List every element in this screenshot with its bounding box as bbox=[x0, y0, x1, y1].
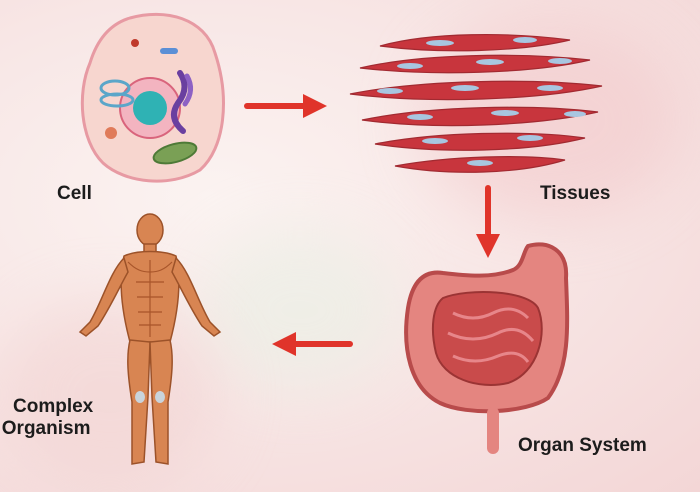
muscle-fiber bbox=[359, 54, 591, 74]
head bbox=[136, 213, 164, 247]
ribosome bbox=[160, 48, 178, 54]
tissue-illustration bbox=[349, 33, 603, 173]
golgi-body bbox=[171, 70, 188, 134]
label-complex-organism: Complex Organism bbox=[2, 396, 94, 440]
right-arm bbox=[171, 256, 222, 337]
golgi-body bbox=[182, 73, 193, 107]
arrow-tissues-to-organ-system bbox=[476, 185, 500, 258]
vesicle bbox=[105, 127, 117, 139]
label-complex-organism-line2: Organism bbox=[1, 417, 91, 439]
background-blob bbox=[0, 300, 220, 490]
label-tissues: Tissues bbox=[540, 183, 611, 204]
cell-illustration bbox=[80, 12, 225, 183]
label-organ-system: Organ System bbox=[518, 435, 647, 456]
label-cell: Cell bbox=[57, 183, 92, 204]
human-muscular-figure bbox=[78, 213, 222, 465]
lysosome bbox=[131, 39, 139, 47]
muscle-fiber bbox=[361, 106, 599, 127]
label-complex-organism-line1: Complex bbox=[13, 396, 94, 417]
background-blob bbox=[200, 230, 400, 390]
mitochondrion bbox=[152, 141, 198, 165]
left-arm bbox=[78, 256, 129, 337]
endoplasmic-reticulum bbox=[99, 92, 135, 108]
muscle-fiber bbox=[349, 80, 603, 101]
arrow-organ-system-to-organism bbox=[272, 332, 353, 356]
intestine-illustration bbox=[404, 242, 570, 454]
arrow-cell-to-tissues bbox=[244, 94, 327, 118]
muscle-fiber bbox=[374, 132, 586, 151]
muscle-fiber bbox=[379, 33, 571, 52]
nucleolus bbox=[133, 91, 167, 125]
